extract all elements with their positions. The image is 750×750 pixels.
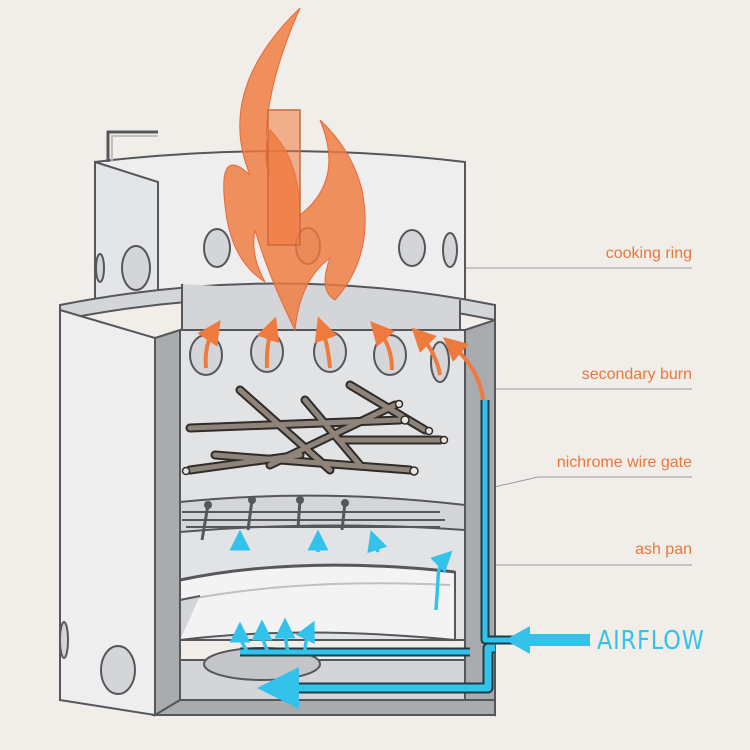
secondary-burn-arrows [197,316,485,401]
label-nichrome-wire-gate: nichrome wire gate [556,454,692,471]
label-secondary-burn: secondary burn [581,366,692,383]
airflow-paths [240,400,520,709]
label-cooking-ring: cooking ring [605,245,692,262]
airflow-arrows [229,529,453,654]
label-ash-pan: ash pan [635,541,692,558]
airflow-intake-arrow[interactable] [505,626,590,654]
label-airflow: AIRFLOW [597,626,705,656]
nichrome-wire-gate [179,494,466,541]
ash-pan [179,563,456,642]
